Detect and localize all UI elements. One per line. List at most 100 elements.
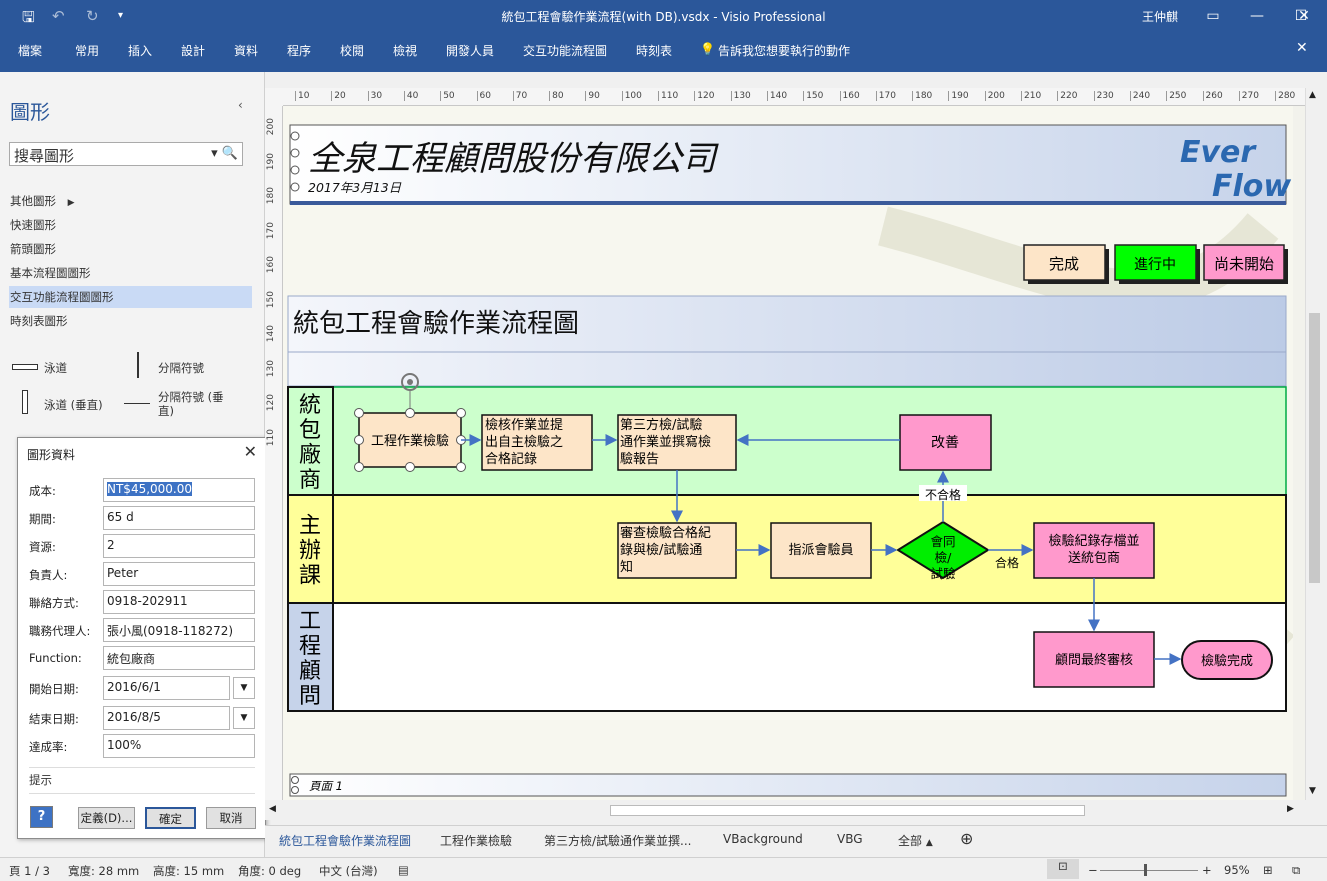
process-third-party-test[interactable] (617, 414, 737, 471)
process-final-review[interactable] (1033, 631, 1155, 688)
master-separator[interactable]: 分隔符號 (158, 361, 204, 375)
swimlane-master-icon[interactable] (12, 364, 38, 370)
close-dialog-icon[interactable]: ✕ (243, 442, 257, 461)
horizontal-scrollbar[interactable]: ◀ ▶ (265, 800, 1305, 820)
terminator-complete[interactable] (1181, 640, 1273, 680)
save-icon[interactable]: 🖫 (22, 8, 35, 26)
help-icon[interactable]: ? (30, 806, 53, 828)
tab-flowchart[interactable]: 統包工程會驗作業流程圖 (279, 834, 412, 848)
tab-third-party[interactable]: 第三方檢/試驗通作業並撰... (544, 834, 692, 848)
tab-home[interactable]: 常用 (75, 44, 100, 58)
lane-header-contractor[interactable] (287, 386, 334, 496)
tab-process[interactable]: 程序 (287, 44, 312, 58)
lane-header-consultant[interactable] (287, 602, 334, 712)
presentation-mode-icon[interactable]: ⊡ (1047, 859, 1079, 879)
vertical-swimlane-master-icon[interactable] (22, 390, 28, 414)
process-improve[interactable] (899, 414, 992, 471)
tab-file[interactable]: 檔案 (18, 44, 43, 58)
master-swimlane[interactable]: 泳道 (44, 361, 67, 375)
decision-joint-test[interactable] (896, 520, 990, 580)
process-assign-inspector[interactable] (770, 522, 872, 579)
tab-developer[interactable]: 開發人員 (446, 44, 495, 58)
zoom-level[interactable]: 95% (1224, 863, 1250, 877)
function-field[interactable]: 統包廠商 (103, 646, 255, 670)
stencil-timeline[interactable]: 時刻表圖形 (10, 314, 68, 328)
close-ribbon-icon[interactable]: ✕ (1296, 40, 1308, 56)
stencil-arrow-shapes[interactable]: 箭頭圖形 (10, 242, 56, 256)
rotate-handle-icon[interactable] (401, 373, 419, 391)
zoom-out-icon[interactable]: − (1088, 863, 1098, 877)
duration-field[interactable]: 65 d (103, 506, 255, 530)
minimize-button[interactable]: — (1250, 8, 1264, 24)
define-button[interactable]: 定義(D)... (78, 807, 135, 829)
fit-page-icon[interactable]: ⊞ (1263, 863, 1273, 877)
vertical-scroll-thumb[interactable] (1309, 313, 1320, 583)
ok-button[interactable]: 確定 (145, 807, 196, 829)
search-icon[interactable]: ▾ 🔍 (211, 146, 238, 161)
drawing-canvas[interactable]: 全泉工程顧問股份有限公司 2017年3月13日 Ever Flow 完成 進行中… (283, 106, 1305, 800)
lane-header-owner-dept[interactable] (287, 494, 334, 604)
scroll-left-icon[interactable]: ◀ (269, 804, 276, 814)
zoom-slider[interactable] (1100, 870, 1198, 871)
process-review-records[interactable] (617, 522, 737, 579)
contact-field[interactable]: 0918-202911 (103, 590, 255, 614)
zoom-slider-thumb[interactable] (1144, 864, 1147, 876)
end-date-field[interactable]: 2016/8/5 (103, 706, 230, 730)
vertical-separator-master-icon[interactable] (124, 403, 150, 404)
tab-data[interactable]: 資料 (234, 44, 259, 58)
maximize-button[interactable]: ☐ (1294, 8, 1308, 24)
master-separator-vertical[interactable]: 分隔符號 (垂直) (158, 390, 224, 418)
legend-complete[interactable] (1023, 244, 1106, 281)
more-shapes-item[interactable]: 其他圖形 ▶ (9, 190, 252, 212)
phase-bar[interactable] (287, 351, 1287, 387)
close-window-button[interactable]: ✕ (1298, 8, 1310, 24)
collapse-pane-icon[interactable]: ‹ (238, 98, 243, 112)
process-verify-records[interactable] (481, 414, 593, 471)
resources-field[interactable]: 2 (103, 534, 255, 558)
tab-vbackground[interactable]: VBackground (723, 832, 803, 846)
undo-icon[interactable]: ↶ (52, 7, 65, 25)
legend-in-progress[interactable] (1114, 244, 1197, 281)
cancel-button[interactable]: 取消 (206, 807, 256, 829)
deputy-field[interactable]: 張小風(0918-118272) (103, 618, 255, 642)
zoom-in-icon[interactable]: + (1202, 863, 1212, 877)
scroll-up-icon[interactable]: ▲ (1309, 90, 1316, 100)
customize-qat-icon[interactable]: ▾ (118, 10, 124, 21)
footer-banner[interactable] (289, 773, 1287, 797)
add-page-icon[interactable]: ⊕ (960, 829, 974, 848)
status-page[interactable]: 頁 1 / 3 (9, 864, 50, 878)
scroll-down-icon[interactable]: ▼ (1309, 786, 1316, 796)
scroll-right-icon[interactable]: ▶ (1287, 804, 1294, 814)
selection-handles[interactable] (354, 389, 466, 472)
start-date-field[interactable]: 2016/6/1 (103, 676, 230, 700)
connectors[interactable] (461, 434, 1182, 665)
tab-insert[interactable]: 插入 (128, 44, 153, 58)
tell-me-box[interactable]: 告訴我您想要執行的動作 (718, 44, 851, 58)
redo-icon[interactable]: ↻ (86, 7, 99, 25)
start-date-dropdown-icon[interactable]: ▼ (233, 677, 255, 699)
horizontal-scroll-thumb[interactable] (610, 805, 1085, 816)
header-banner[interactable] (289, 124, 1287, 205)
tab-vbg[interactable]: VBG (837, 832, 863, 846)
tab-design[interactable]: 設計 (181, 44, 206, 58)
stencil-quick-shapes[interactable]: 快速圖形 (10, 218, 56, 232)
search-shapes-input[interactable]: 搜尋圖形 ▾ 🔍 (9, 142, 243, 166)
drawing-page[interactable]: 全泉工程顧問股份有限公司 2017年3月13日 Ever Flow 完成 進行中… (283, 106, 1293, 800)
tab-review[interactable]: 校閱 (340, 44, 365, 58)
chart-title-bar[interactable] (287, 295, 1287, 353)
legend-not-started[interactable] (1203, 244, 1285, 281)
status-language[interactable]: 中文 (台灣) (319, 864, 378, 878)
tab-timeline[interactable]: 時刻表 (636, 44, 673, 58)
tab-inspection[interactable]: 工程作業檢驗 (440, 834, 513, 848)
completion-field[interactable]: 100% (103, 734, 255, 758)
separator-master-icon[interactable] (137, 352, 139, 378)
stencil-basic-flowchart[interactable]: 基本流程圖圖形 (10, 266, 91, 280)
cost-field[interactable]: NT$45,000.00 (103, 478, 255, 502)
user-name[interactable]: 王仲麒 (1142, 10, 1179, 24)
ribbon-display-icon[interactable]: ▭ (1206, 8, 1220, 24)
stencil-cross-functional[interactable]: 交互功能流程圖圖形 (9, 286, 252, 308)
switch-windows-icon[interactable]: ⧉ (1292, 863, 1301, 877)
tab-all[interactable]: 全部 ▲ (898, 832, 933, 849)
